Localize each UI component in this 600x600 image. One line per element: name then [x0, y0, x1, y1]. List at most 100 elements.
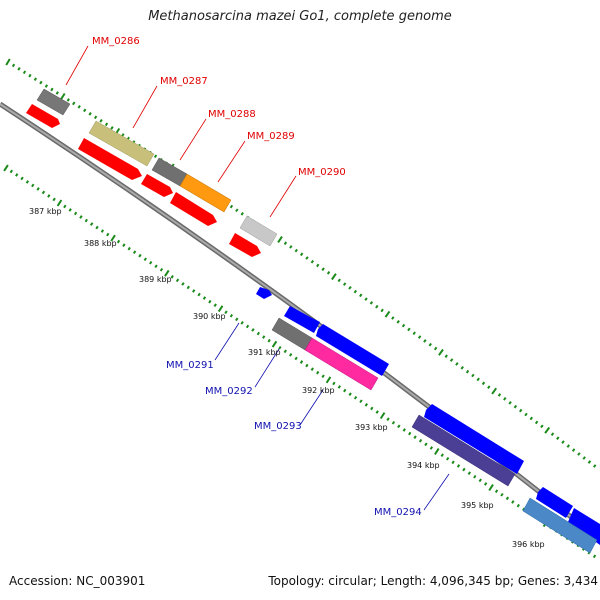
- gene-next-cds-a[interactable]: [536, 487, 573, 518]
- inner-tick: [213, 303, 217, 307]
- outer-tick: [433, 346, 438, 351]
- inner-tick: [208, 299, 212, 304]
- label-MM_0289[interactable]: MM_0289: [247, 131, 295, 142]
- inner-tick: [68, 208, 72, 212]
- bottom-strand-features: [256, 287, 600, 554]
- inner-tick: [175, 278, 180, 283]
- gene-MM_0292-cds[interactable]: [284, 306, 320, 333]
- label-MM_0290[interactable]: MM_0290: [298, 167, 346, 178]
- gene-MM_0294-cds[interactable]: [424, 404, 524, 474]
- outer-tick: [540, 424, 544, 429]
- outer-tick: [316, 263, 320, 268]
- inner-tick: [84, 218, 88, 223]
- outer-tick: [391, 316, 395, 320]
- inner-tick: [299, 360, 304, 364]
- outer-tick: [534, 420, 539, 425]
- outer-tick: [342, 282, 347, 286]
- gene-MM_0293-cds[interactable]: [316, 324, 389, 376]
- gene-next-cds-b[interactable]: [568, 508, 600, 545]
- label-MM_0286[interactable]: MM_0286: [92, 36, 140, 47]
- outer-tick: [487, 385, 491, 389]
- gene-next-partial[interactable]: [522, 487, 600, 554]
- label-MM_0287[interactable]: MM_0287: [160, 76, 208, 87]
- inner-tick: [321, 374, 325, 379]
- outer-tick: [39, 80, 43, 85]
- gene-MM_0294-box[interactable]: [411, 414, 516, 487]
- outer-tick: [364, 297, 368, 301]
- gene-MM_0286-cds[interactable]: [26, 104, 60, 128]
- inner-tick: [15, 173, 19, 177]
- inner-tick: [592, 554, 597, 559]
- outer-tick: [380, 308, 384, 313]
- outer-tick: [28, 73, 32, 78]
- outer-tick: [513, 404, 518, 409]
- outer-tick: [11, 63, 16, 68]
- gene-MM_0293[interactable]: [304, 324, 389, 391]
- inner-tick: [256, 331, 261, 336]
- inner-tick: [278, 345, 282, 350]
- gene-MM_0286-box[interactable]: [36, 88, 71, 116]
- outer-tick: [321, 267, 325, 271]
- inner-tick: [413, 435, 417, 439]
- gene-MM_0291-cds[interactable]: [256, 287, 272, 299]
- inner-tick: [397, 424, 401, 429]
- gene-MM_0289-box[interactable]: [179, 173, 232, 213]
- inner-tick: [122, 243, 126, 247]
- inner-tick: [316, 370, 320, 375]
- outer-tick: [153, 154, 158, 159]
- inner-tick: [375, 410, 379, 414]
- outer-tick: [17, 67, 21, 71]
- inner-tick: [462, 467, 466, 472]
- kbp-label-388: 388 kbp: [84, 239, 117, 248]
- outer-tick: [337, 278, 341, 283]
- label-MM_0292[interactable]: MM_0292: [205, 386, 253, 397]
- gene-MM_0289[interactable]: [170, 173, 232, 226]
- outer-tick: [55, 91, 59, 95]
- label-MM_0293[interactable]: MM_0293: [254, 421, 302, 432]
- label-MM_0294[interactable]: MM_0294: [374, 507, 422, 518]
- outer-tick: [384, 310, 391, 318]
- kbp-labels: 387 kbp 388 kbp 389 kbp 390 kbp 391 kbp …: [29, 207, 545, 549]
- gene-MM_0287[interactable]: [78, 120, 155, 180]
- outer-tick: [5, 58, 11, 66]
- outer-tick: [582, 456, 586, 460]
- label-MM_0291[interactable]: MM_0291: [166, 360, 214, 371]
- gene-MM_0289-cds[interactable]: [170, 192, 217, 226]
- inner-tick: [95, 225, 99, 230]
- outer-tick: [455, 362, 459, 366]
- gene-MM_0294[interactable]: [411, 404, 524, 487]
- outer-tick: [72, 101, 76, 106]
- gene-MM_0293-box[interactable]: [304, 337, 379, 391]
- inner-tick: [100, 229, 105, 233]
- gene-MM_0290-cds[interactable]: [229, 233, 261, 257]
- outer-tick: [561, 440, 565, 444]
- inner-tick: [305, 363, 309, 368]
- inner-tick: [181, 282, 185, 286]
- inner-tick: [164, 269, 170, 277]
- inner-tick: [370, 406, 374, 411]
- gene-MM_0286[interactable]: [26, 88, 71, 128]
- gene-next-box[interactable]: [522, 497, 598, 554]
- label-MM_0288[interactable]: MM_0288: [208, 109, 256, 120]
- inner-tick: [116, 239, 121, 244]
- inner-tick: [197, 292, 201, 297]
- inner-tick: [159, 267, 164, 272]
- outer-tick: [83, 108, 87, 113]
- gene-MM_0290[interactable]: [229, 215, 278, 257]
- inner-tick: [271, 340, 278, 348]
- outer-tick: [93, 115, 98, 120]
- inner-tick: [229, 313, 234, 318]
- gene-MM_0287-cds[interactable]: [78, 138, 142, 180]
- gene-MM_0291[interactable]: [256, 287, 272, 299]
- inner-tick: [294, 356, 298, 361]
- inner-tick: [25, 180, 30, 184]
- inner-tick: [511, 500, 515, 504]
- outer-tick: [550, 432, 555, 437]
- inner-tick: [337, 385, 342, 389]
- outer-tick: [423, 339, 427, 343]
- gene-MM_0287-box[interactable]: [88, 120, 155, 167]
- gene-MM_0288-cds[interactable]: [141, 174, 173, 197]
- gene-MM_0290-box[interactable]: [239, 215, 278, 247]
- inner-tick: [47, 194, 51, 198]
